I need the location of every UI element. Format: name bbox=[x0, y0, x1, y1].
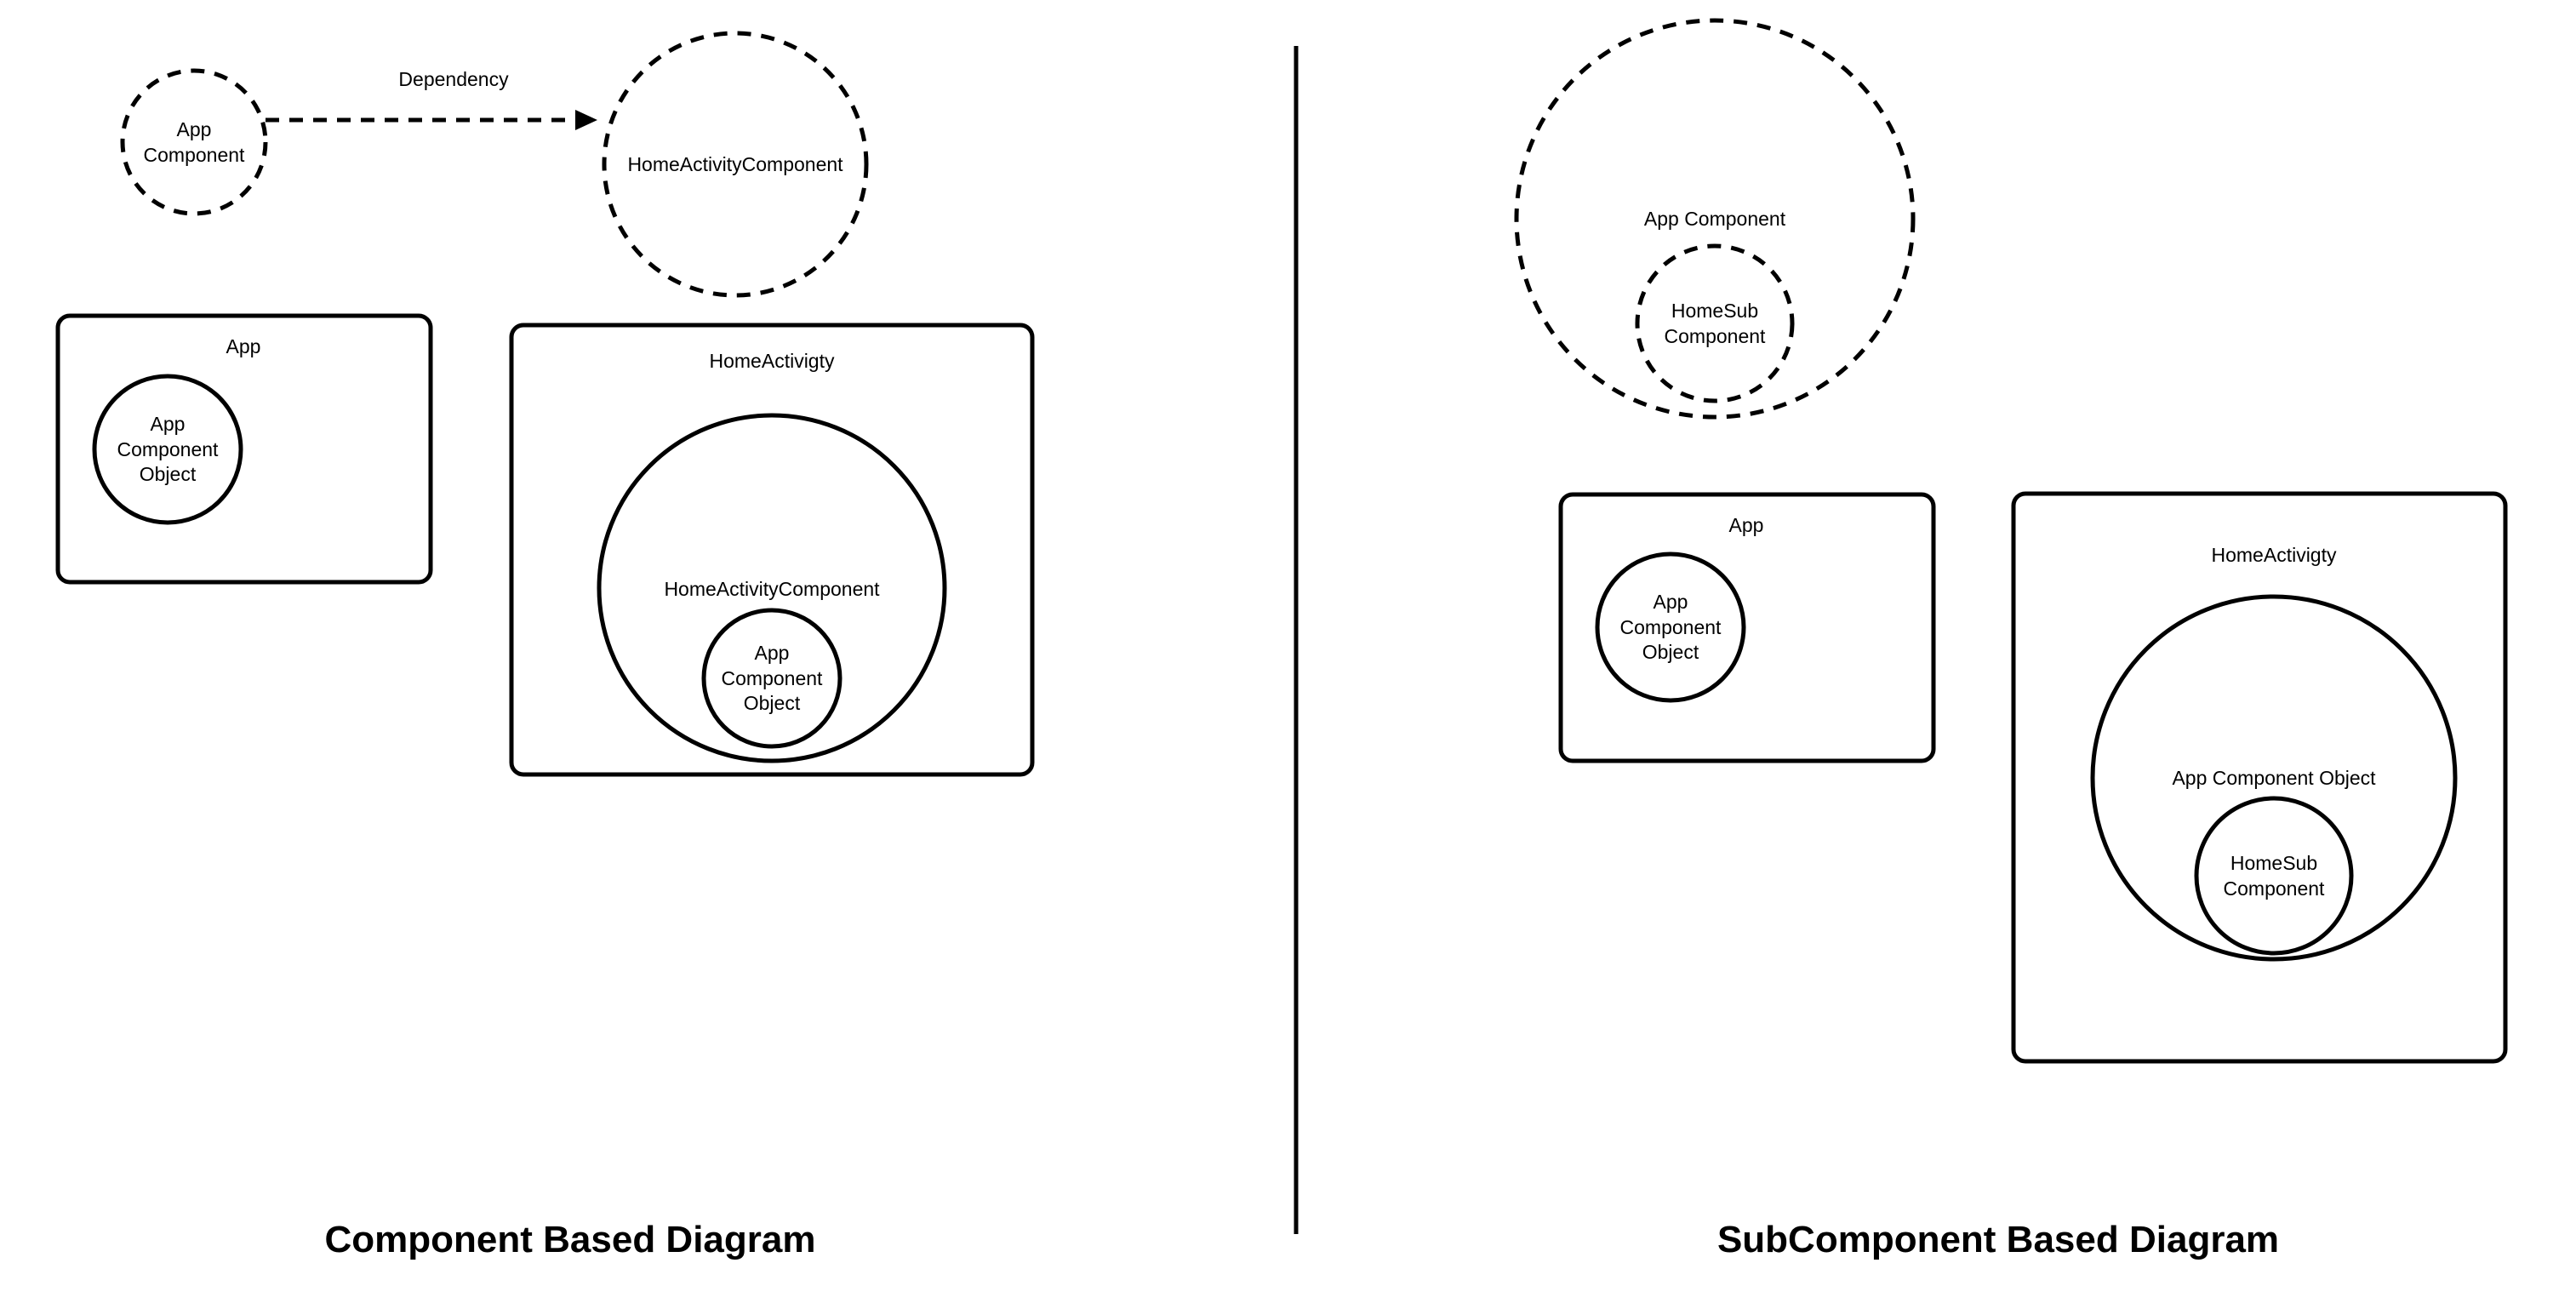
right-app-component-object-big-circle bbox=[2090, 594, 2458, 962]
left-home-activity-component-big-label: HomeActivityComponent bbox=[664, 578, 880, 600]
left-app-component-label-line2: Component bbox=[144, 144, 246, 166]
left-app-component-node: App Component bbox=[120, 68, 268, 216]
left-app-box-frame bbox=[55, 313, 433, 585]
right-app-component-object-line3: Object bbox=[1642, 641, 1699, 663]
left-home-activity-component-node: HomeActivityComponent bbox=[602, 31, 869, 298]
left-app-box: App App Component Object bbox=[55, 313, 433, 585]
right-app-box-frame bbox=[1558, 492, 1936, 763]
left-app-component-object-circle bbox=[92, 374, 243, 525]
left-inner-app-component-object-line1: App bbox=[755, 642, 790, 664]
right-diagram: App Component HomeSub Component App App … bbox=[1514, 18, 2508, 1260]
dependency-arrow: Dependency bbox=[266, 68, 597, 130]
right-home-activity-box-title: HomeActivigty bbox=[2212, 544, 2337, 566]
right-app-component-circle bbox=[1514, 18, 1916, 420]
left-app-component-object-line3: Object bbox=[140, 463, 197, 485]
left-home-activity-component-label: HomeActivityComponent bbox=[627, 153, 843, 175]
dependency-label: Dependency bbox=[398, 68, 509, 90]
right-homesub-component-circle bbox=[2194, 796, 2354, 956]
right-homesub-component-line1: HomeSub bbox=[2230, 852, 2317, 874]
left-app-component-object-line2: Component bbox=[117, 438, 220, 460]
left-inner-app-component-object-circle bbox=[701, 608, 842, 749]
left-app-component-object-line1: App bbox=[151, 413, 186, 435]
right-app-box: App App Component Object bbox=[1558, 492, 1936, 763]
left-app-component-circle bbox=[120, 68, 268, 216]
left-home-activity-component-big-circle bbox=[597, 413, 947, 763]
right-app-component-label: App Component bbox=[1644, 208, 1786, 230]
right-home-activity-box-frame bbox=[2011, 491, 2508, 1064]
left-app-box-title: App bbox=[226, 335, 261, 357]
right-app-box-title: App bbox=[1729, 514, 1764, 536]
right-app-component-object-big-label: App Component Object bbox=[2172, 767, 2376, 789]
left-inner-app-component-object-line3: Object bbox=[744, 692, 801, 714]
right-homesub-component-dashed-circle bbox=[1635, 243, 1795, 403]
right-app-component-object-line1: App bbox=[1654, 591, 1688, 613]
left-caption: Component Based Diagram bbox=[325, 1219, 816, 1260]
right-homesub-component-dashed-line1: HomeSub bbox=[1671, 300, 1758, 322]
right-caption: SubComponent Based Diagram bbox=[1717, 1219, 2279, 1260]
right-home-activity-box: HomeActivigty App Component Object HomeS… bbox=[2011, 491, 2508, 1064]
left-home-activity-box: HomeActivigty HomeActivityComponent App … bbox=[509, 323, 1035, 777]
right-app-component-node: App Component HomeSub Component bbox=[1514, 18, 1916, 420]
right-homesub-component-dashed-line2: Component bbox=[1665, 325, 1767, 347]
left-home-activity-box-frame bbox=[509, 323, 1035, 777]
dependency-arrowhead bbox=[575, 110, 597, 130]
left-inner-app-component-object-line2: Component bbox=[722, 667, 824, 689]
right-app-component-object-line2: Component bbox=[1620, 616, 1722, 638]
left-home-activity-box-title: HomeActivigty bbox=[710, 350, 835, 372]
left-diagram: App Component Dependency HomeActivityCom… bbox=[55, 31, 1035, 1260]
right-homesub-component-line2: Component bbox=[2224, 877, 2326, 900]
right-app-component-object-circle bbox=[1595, 551, 1746, 703]
left-home-activity-component-circle bbox=[602, 31, 869, 298]
left-app-component-label-line1: App bbox=[177, 118, 212, 140]
